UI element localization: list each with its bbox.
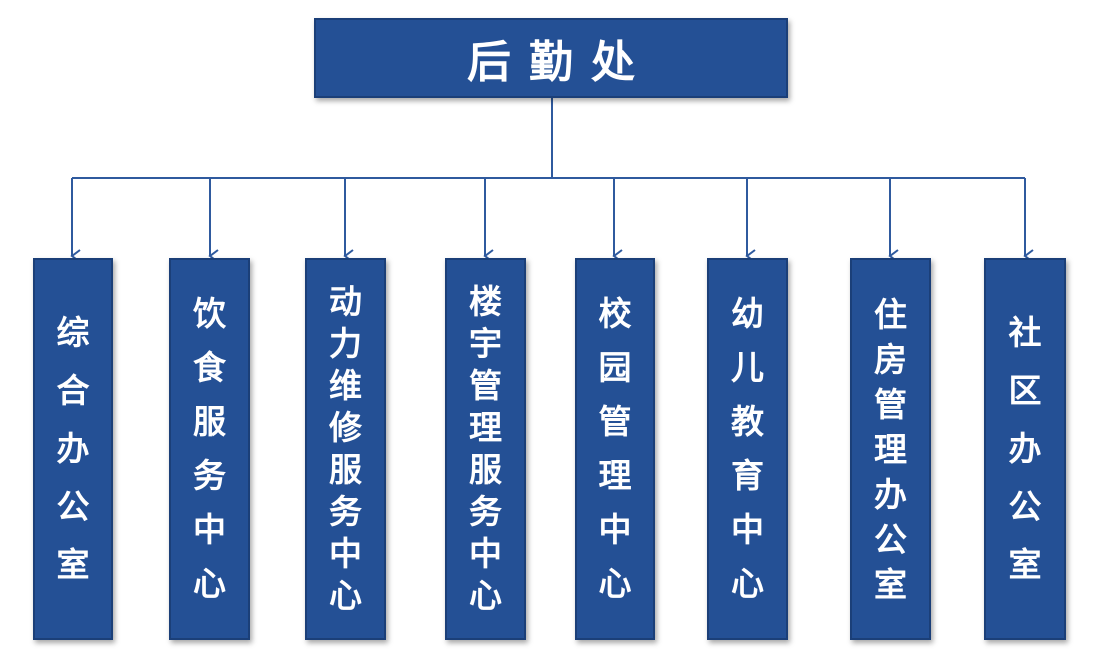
dept-node-label: 综合办公室 xyxy=(56,313,90,584)
root-node-logistics-office: 后勤处 xyxy=(314,18,788,98)
dept-node-building-management: 楼宇管理服务中心 xyxy=(445,258,526,640)
dept-node-general-office: 综合办公室 xyxy=(33,258,113,640)
dept-node-housing-management: 住房管理办公室 xyxy=(850,258,931,640)
dept-node-early-education: 幼儿教育中心 xyxy=(707,258,788,640)
dept-node-catering-service: 饮食服务中心 xyxy=(169,258,250,640)
dept-node-label: 动力维修服务中心 xyxy=(329,282,362,615)
dept-node-label: 社区办公室 xyxy=(1008,313,1042,584)
root-node-label: 后勤处 xyxy=(467,37,653,88)
dept-node-label: 楼宇管理服务中心 xyxy=(469,282,502,615)
dept-node-label: 饮食服务中心 xyxy=(193,294,226,603)
dept-node-power-maintenance: 动力维修服务中心 xyxy=(305,258,386,640)
dept-node-community-office: 社区办公室 xyxy=(984,258,1066,640)
dept-node-label: 校园管理中心 xyxy=(598,294,632,603)
dept-node-label: 幼儿教育中心 xyxy=(731,294,764,603)
dept-node-label: 住房管理办公室 xyxy=(874,294,907,604)
dept-node-campus-management: 校园管理中心 xyxy=(575,258,655,640)
